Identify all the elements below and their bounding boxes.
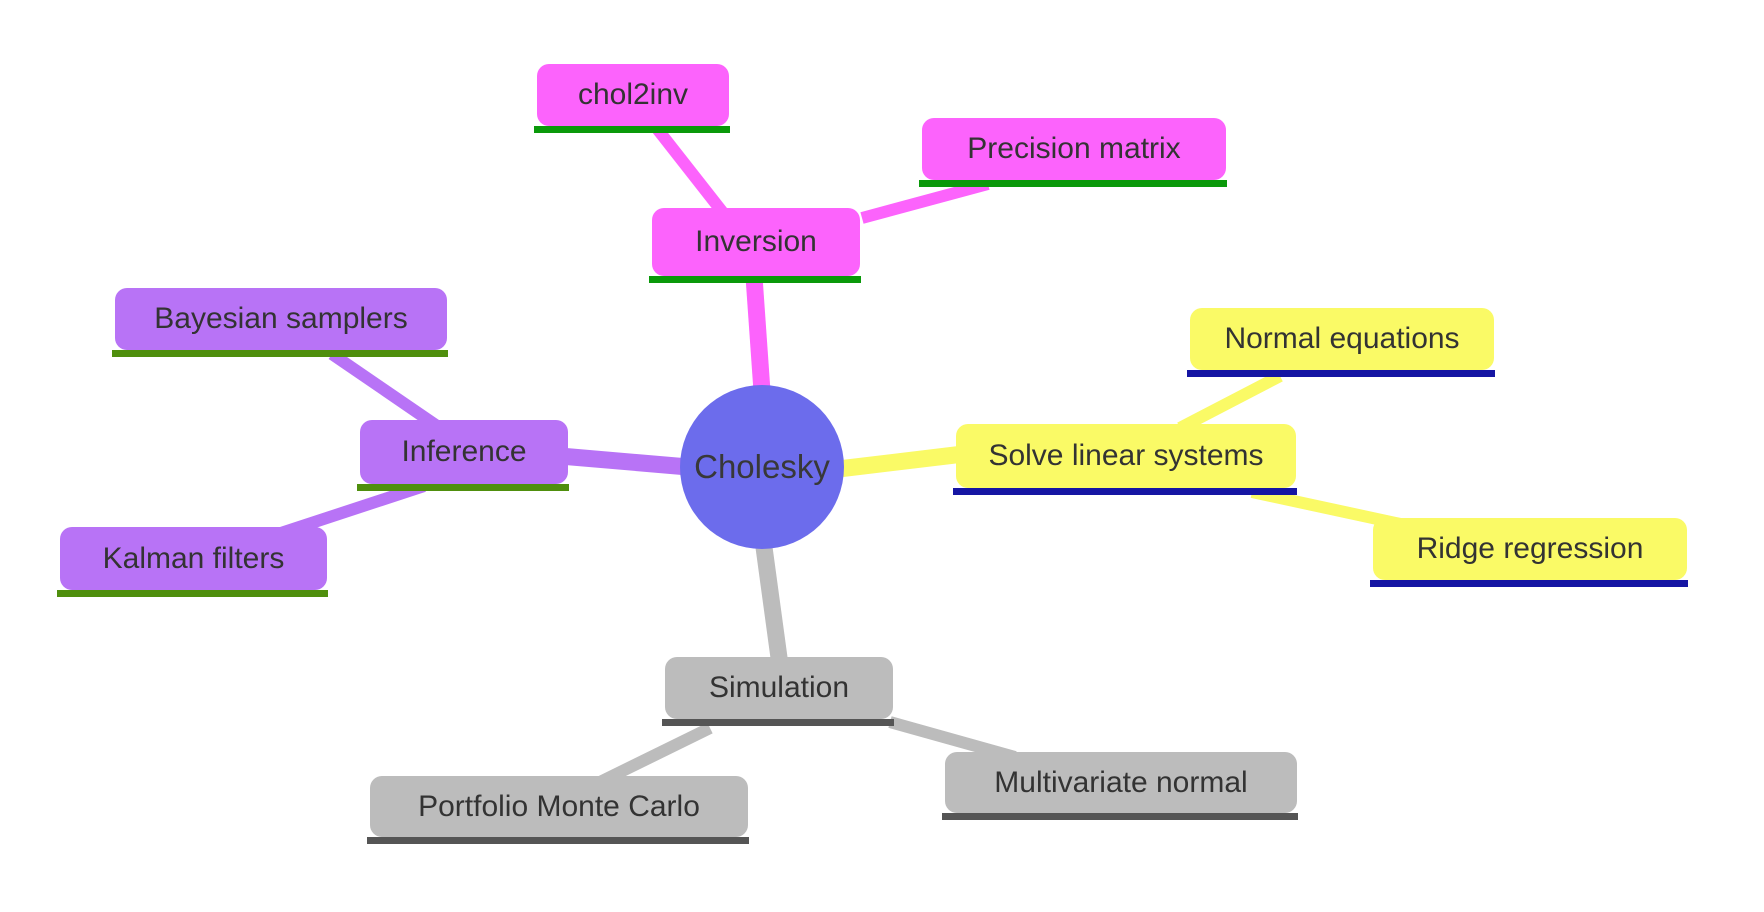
node-multivariate-normal: Multivariate normal — [942, 752, 1298, 820]
node-underline — [57, 590, 328, 597]
node-label: Bayesian samplers — [154, 302, 408, 335]
node-label: chol2inv — [577, 78, 689, 111]
edge-inversion-chol2inv — [650, 122, 729, 218]
node-inversion: Inversion — [649, 208, 861, 283]
node-inference: Inference — [357, 420, 569, 491]
node-label: Simulation — [708, 671, 850, 704]
node-label: Kalman filters — [102, 541, 285, 575]
node-normal-equations: Normal equations — [1187, 308, 1495, 377]
node-bayesian-samplers: Bayesian samplers — [112, 288, 448, 357]
edge-simulation-multivariate-normal — [888, 716, 1017, 763]
node-label: Precision matrix — [967, 132, 1181, 165]
node-underline — [112, 350, 448, 357]
node-underline — [1370, 580, 1688, 587]
node-kalman-filters: Kalman filters — [57, 527, 328, 597]
root-node-cholesky: Cholesky — [680, 385, 844, 549]
node-portfolio-monte-carlo: Portfolio Monte Carlo — [367, 776, 749, 844]
edge-simulation-portfolio-monte-carlo — [597, 722, 713, 788]
node-label: Portfolio Monte Carlo — [418, 789, 700, 823]
node-chol2inv: chol2inv — [534, 64, 730, 133]
node-precision-matrix: Precision matrix — [919, 118, 1227, 187]
node-underline — [367, 837, 749, 844]
edge-inference-bayesian-samplers — [328, 349, 444, 433]
node-underline — [662, 719, 894, 726]
node-solve-linear-systems: Solve linear systems — [953, 424, 1297, 495]
edge-solve-linear-systems-normal-equations — [1177, 370, 1283, 434]
node-underline — [357, 484, 569, 491]
node-ridge-regression: Ridge regression — [1370, 518, 1688, 587]
node-underline — [534, 126, 730, 133]
root-node-label: Cholesky — [694, 448, 830, 485]
node-underline — [919, 180, 1227, 187]
edge-cholesky-solve-linear-systems — [828, 443, 982, 479]
node-label: Inference — [401, 435, 527, 468]
edge-cholesky-simulation — [754, 538, 789, 667]
node-underline — [953, 488, 1297, 495]
edge-inference-kalman-filters — [276, 480, 426, 540]
node-label: Solve linear systems — [988, 439, 1264, 472]
node-underline — [942, 813, 1298, 820]
node-underline — [1187, 370, 1495, 377]
node-label: Normal equations — [1224, 322, 1460, 355]
node-simulation: Simulation — [662, 657, 894, 726]
edge-inversion-precision-matrix — [860, 178, 990, 224]
node-underline — [649, 276, 861, 283]
node-label: Ridge regression — [1416, 532, 1644, 565]
edge-cholesky-inference — [559, 447, 701, 477]
node-label: Inversion — [695, 225, 817, 258]
node-label: Multivariate normal — [994, 765, 1248, 799]
